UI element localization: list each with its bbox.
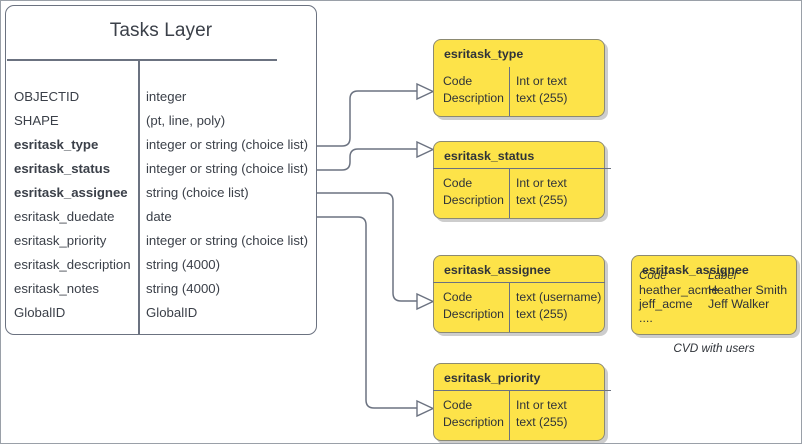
field-name-row: esritask_type (14, 137, 99, 152)
domain-field-type: Int or text (516, 176, 567, 190)
field-type-row: integer or string (choice list) (146, 137, 308, 152)
domain-box-esritask-assignee[interactable]: esritask_assignee (433, 255, 605, 333)
cvd-row-code-1: jeff_acme (639, 297, 693, 311)
domain-field-label: Description (443, 192, 504, 207)
domain-status-right-column: Int or text text (255) (516, 175, 567, 208)
domain-status-column-divider (509, 169, 511, 218)
domain-field-label: Code (443, 398, 473, 412)
connector-assignee (317, 192, 417, 302)
domain-type-right-column: Int or text text (255) (516, 73, 567, 106)
cvd-row-code-0: heather_acme (639, 283, 719, 297)
domain-field-label: Code (443, 290, 473, 304)
field-type-row: (pt, line, poly) (146, 113, 226, 128)
entity-title: Tasks Layer (109, 20, 213, 41)
cvd-row-label-1: Jeff Walker (708, 297, 770, 311)
connector-status (317, 148, 417, 171)
domain-assignee-header-divider (433, 282, 605, 284)
domain-assignee-right-column: text (username) text (255) (516, 289, 601, 322)
domain-field-type: text (username) (516, 290, 602, 304)
field-type-row: string (4000) (146, 281, 221, 296)
domain-priority-right-column: Int or text text (255) (516, 397, 567, 430)
domain-field-type: Int or text (516, 398, 567, 412)
connector-priority (317, 216, 417, 409)
field-name-row: esritask_notes (14, 281, 100, 296)
domain-type-column-divider (509, 67, 511, 116)
domain-priority-header-divider (433, 390, 611, 392)
field-name-row: OBJECTID (14, 89, 80, 104)
cvd-box-esritask-assignee[interactable]: esritask_assignee (631, 255, 797, 335)
field-name-row: esritask_duedate (14, 209, 115, 224)
entity-field-names: OBJECTID SHAPE esritask_type esritask_statu… (14, 85, 136, 325)
arrowhead-priority (416, 399, 435, 418)
arrowhead-status (416, 140, 435, 159)
entity-header-divider (7, 59, 277, 61)
field-type-row: integer or string (choice list) (146, 233, 308, 248)
field-type-row: string (choice list) (146, 185, 249, 200)
field-name-row: esritask_description (14, 257, 131, 272)
domain-title: esritask_type (444, 47, 524, 61)
cvd-caption: CVD with users (673, 341, 755, 355)
domain-field-label: Description (443, 90, 504, 105)
field-name-row: GlobalID (14, 305, 66, 320)
domain-title: esritask_priority (444, 371, 541, 385)
field-name-row: esritask_status (14, 161, 111, 176)
field-type-row: date (146, 209, 172, 224)
arrowhead-assignee (416, 292, 435, 311)
domain-field-type: text (255) (516, 192, 568, 207)
cvd-row-ellipsis: .... (639, 311, 653, 325)
domain-field-label: Code (443, 74, 473, 88)
domain-title: esritask_assignee (444, 263, 551, 277)
field-name-row: SHAPE (14, 113, 59, 128)
entity-field-types: integer (pt, line, poly) integer or string… (146, 85, 314, 325)
domain-box-esritask-type[interactable]: esritask_type (433, 39, 605, 117)
domain-box-esritask-priority[interactable]: esritask_priority (433, 363, 605, 441)
cvd-row-label-0: Heather Smith (708, 283, 788, 297)
domain-title: esritask_status (444, 149, 535, 163)
domain-priority-column-divider (509, 391, 511, 440)
domain-field-type: text (255) (516, 414, 568, 429)
cvd-title: esritask_assignee (642, 263, 749, 277)
domain-field-type: text (255) (516, 306, 568, 321)
field-type-row: integer or string (choice list) (146, 161, 308, 176)
entity-column-divider (138, 60, 140, 334)
domain-box-esritask-status[interactable]: esritask_status (433, 141, 605, 219)
field-type-row: integer (146, 89, 187, 104)
cvd-header-label: Label (708, 269, 737, 282)
field-name-row: esritask_priority (14, 233, 107, 248)
domain-field-type: text (255) (516, 90, 568, 105)
domain-field-label: Code (443, 176, 473, 190)
cvd-header-code: Code (639, 269, 667, 282)
field-name-row: esritask_assignee (14, 185, 128, 200)
domain-field-label: Description (443, 306, 504, 321)
domain-assignee-column-divider (509, 283, 511, 332)
connector-type (317, 90, 417, 147)
field-type-row: GlobalID (146, 305, 198, 320)
arrowhead-type (416, 82, 435, 101)
field-type-row: string (4000) (146, 257, 221, 272)
domain-field-type: Int or text (516, 74, 567, 88)
domain-status-header-divider (433, 168, 611, 170)
domain-field-label: Description (443, 414, 504, 429)
